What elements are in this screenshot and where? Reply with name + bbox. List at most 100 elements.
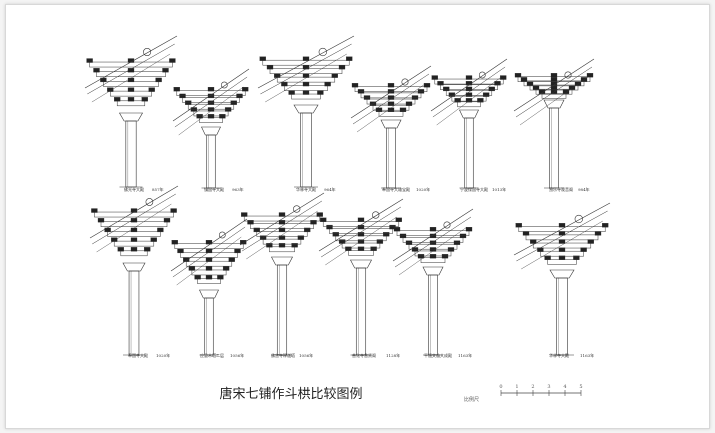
bearing-block	[179, 93, 186, 99]
purlin	[443, 221, 451, 229]
rafter-line	[352, 73, 430, 125]
bearing-block	[357, 239, 365, 244]
bearing-block	[278, 243, 286, 248]
bracket-arm	[269, 68, 343, 74]
bearing-block	[550, 77, 558, 82]
capital-block	[118, 112, 144, 122]
example-caption: 宁波保国寺大殿	[460, 186, 488, 192]
column	[464, 117, 474, 189]
rafter-line	[350, 65, 432, 119]
bearing-block	[465, 86, 473, 92]
bracket-arm	[89, 61, 173, 68]
bearing-block	[587, 239, 594, 244]
column	[300, 112, 312, 188]
bearing-block	[111, 237, 118, 242]
bearing-block	[488, 86, 495, 92]
example-caption: 独乐寺观音阁	[549, 186, 573, 192]
scale-tick-label: 5	[579, 384, 582, 390]
bearing-block	[86, 58, 93, 63]
capital-block	[543, 99, 565, 109]
bearing-block	[302, 56, 310, 61]
example-year: 1056年	[230, 352, 244, 358]
bearing-block	[351, 83, 359, 88]
rafter-line	[84, 35, 178, 89]
bracket-arm	[525, 234, 599, 241]
bearing-block	[429, 240, 437, 245]
bearing-block	[515, 223, 522, 228]
bearing-block	[465, 92, 473, 97]
bearing-block	[141, 97, 148, 102]
example-year: 1013年	[492, 186, 506, 192]
bracket-arm	[191, 269, 227, 276]
example-year: 1056年	[299, 352, 313, 358]
purlin	[564, 71, 572, 79]
bearing-block	[91, 208, 98, 213]
bearing-block	[241, 212, 248, 217]
bearing-block	[602, 223, 609, 228]
bracket-arm	[291, 93, 321, 100]
bearing-block	[429, 227, 437, 232]
bracket-arm	[94, 211, 174, 218]
bearing-block	[291, 243, 298, 248]
rafter-line	[515, 66, 593, 118]
bearing-block	[550, 73, 558, 78]
example-year: 1020年	[416, 186, 430, 192]
cantilever-line	[325, 216, 397, 266]
bearing-block	[148, 87, 155, 92]
bracket-arm	[113, 240, 155, 247]
bearing-block	[405, 101, 413, 106]
rafter-line	[92, 193, 176, 245]
bearing-block	[465, 227, 473, 232]
bearing-block	[217, 275, 224, 280]
bearing-block	[316, 212, 323, 217]
bearing-block	[357, 217, 365, 222]
example-caption: 应县木塔二层	[200, 352, 224, 358]
rafter-line	[241, 200, 323, 252]
bracket-arm	[199, 117, 223, 123]
bearing-block	[520, 77, 528, 82]
column	[128, 270, 140, 356]
bearing-block	[573, 255, 580, 260]
bearing-block	[405, 240, 413, 245]
column	[204, 297, 214, 356]
bearing-block	[114, 97, 121, 102]
rafter-line	[318, 198, 404, 252]
bearing-block	[278, 227, 286, 233]
bearing-block	[530, 239, 537, 244]
bracket-arm	[197, 278, 221, 284]
capital-block	[422, 266, 444, 276]
bearing-block	[537, 247, 544, 252]
cantilever-line	[96, 203, 172, 253]
capital-block	[199, 289, 219, 299]
cantilever-line	[178, 86, 244, 136]
bearing-block	[448, 92, 456, 97]
bearing-block	[93, 68, 100, 73]
bearing-block	[562, 89, 570, 94]
bearing-block	[205, 240, 213, 245]
bearing-block	[205, 266, 213, 271]
scale-tick-label: 1	[515, 384, 518, 390]
bearing-block	[130, 237, 138, 242]
bearing-block	[346, 56, 353, 61]
example-caption: 华林寺大殿	[296, 186, 316, 192]
bearing-block	[431, 75, 438, 80]
capital-block	[122, 262, 146, 272]
bearing-block	[185, 100, 192, 105]
bracket-arm	[420, 257, 446, 263]
bearing-block	[302, 73, 310, 78]
bearing-block	[150, 237, 157, 242]
example-caption: 华林寺大殿	[549, 352, 569, 358]
bearing-block	[278, 235, 286, 240]
rafter-line	[174, 76, 248, 128]
cantilever-line	[519, 76, 589, 126]
scale-label: 比例尺	[464, 396, 479, 403]
bearing-block	[387, 107, 395, 112]
bracket-figure: 应县木塔二层 1056年	[170, 218, 248, 358]
example-caption: 佛宫寺释迦塔	[271, 352, 295, 358]
scale-tick-label: 0	[499, 384, 502, 390]
